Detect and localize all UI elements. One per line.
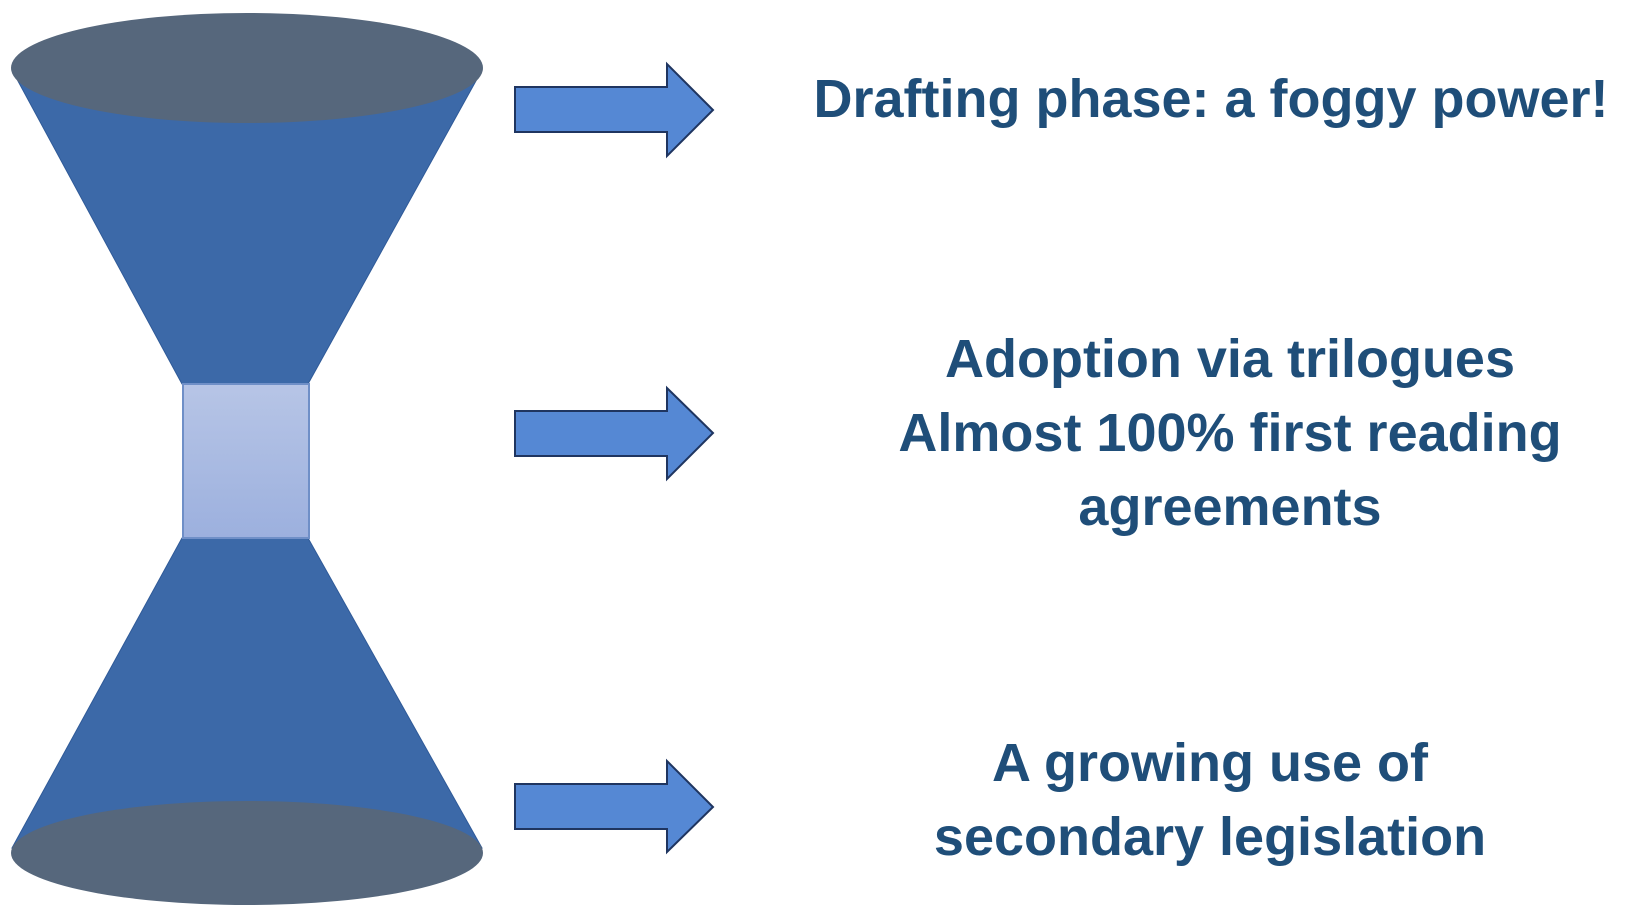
arrow-secondary	[514, 758, 715, 855]
label-drafting-line-1: Drafting phase: a foggy power!	[813, 69, 1609, 129]
top-ellipse	[11, 13, 483, 123]
label-drafting-phase: Drafting phase: a foggy power!	[790, 62, 1632, 136]
bottom-ellipse	[11, 801, 483, 905]
hourglass-neck	[182, 383, 310, 539]
label-secondary-legislation: A growing use of secondary legislation	[870, 726, 1550, 874]
label-adoption-line-3: agreements	[1078, 477, 1382, 537]
label-secondary-line-1: A growing use of	[992, 733, 1428, 793]
label-adoption: Adoption via trilogues Almost 100% first…	[830, 322, 1630, 544]
label-adoption-line-2: Almost 100% first reading	[898, 403, 1562, 463]
arrow-adoption	[514, 385, 715, 482]
label-adoption-line-1: Adoption via trilogues	[944, 329, 1515, 389]
label-secondary-line-2: secondary legislation	[933, 807, 1487, 867]
arrow-drafting	[514, 61, 715, 159]
